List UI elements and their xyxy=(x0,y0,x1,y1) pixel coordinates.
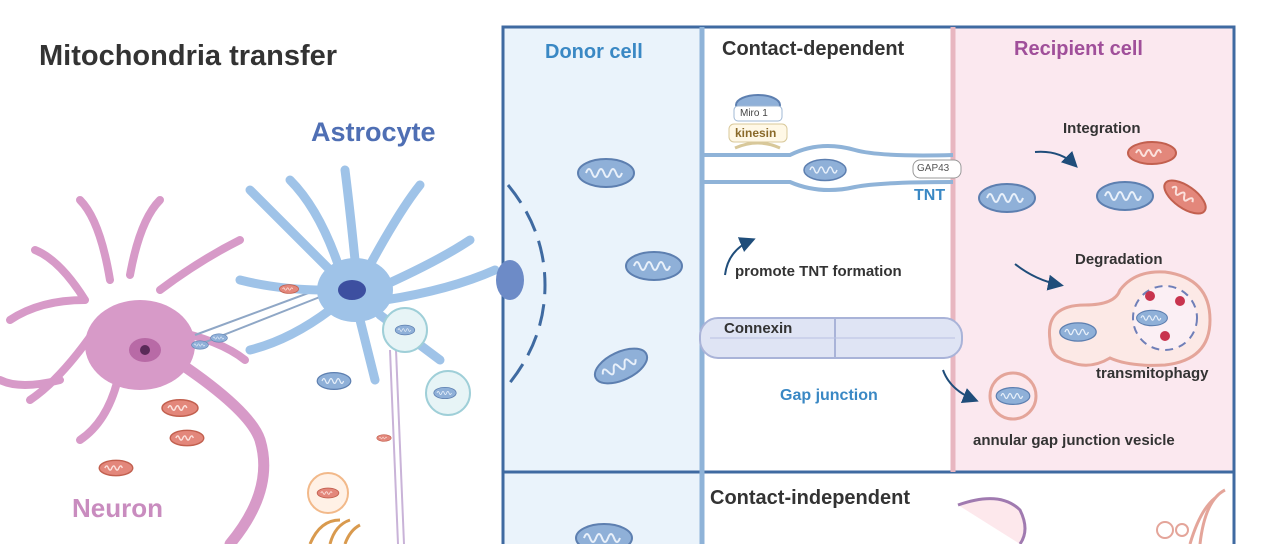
neuron-label: Neuron xyxy=(72,493,163,523)
donor-cell-region xyxy=(503,27,702,544)
donor-cell-label: Donor cell xyxy=(545,41,643,63)
extracellular-vesicle xyxy=(307,307,471,514)
astrocyte xyxy=(235,165,500,385)
gap-junction-label: Gap junction xyxy=(780,387,878,404)
neuron xyxy=(0,196,270,544)
integration-label: Integration xyxy=(1063,120,1141,137)
gap43-label: GAP43 xyxy=(917,163,950,174)
transmitophagy-label: transmitophagy xyxy=(1096,365,1209,382)
arrow-degradation xyxy=(1014,263,1064,291)
miro-label: Miro 1 xyxy=(740,108,768,119)
page-title: Mitochondria transfer xyxy=(39,40,338,72)
tnt-label: TNT xyxy=(914,187,946,204)
recipient-cell-label: Recipient cell xyxy=(1014,38,1143,60)
contact-independent-shapes xyxy=(957,488,1226,544)
transmitophagy-vesicle xyxy=(1047,270,1212,367)
astrocyte-label: Astrocyte xyxy=(311,117,436,147)
arrow-promote xyxy=(724,237,756,276)
orange-dendrite xyxy=(308,518,361,544)
gap43-box xyxy=(912,159,962,179)
contact-dependent-label: Contact-dependent xyxy=(722,38,905,60)
annular-vesicle xyxy=(988,371,1038,421)
miro-kinesin-motor xyxy=(728,94,788,150)
degradation-label: Degradation xyxy=(1075,251,1163,268)
contact-independent-label: Contact-independent xyxy=(710,487,910,509)
annular-vesicle-label: annular gap junction vesicle xyxy=(973,432,1175,449)
axon-tnt-line xyxy=(194,284,405,544)
donor-nucleus xyxy=(496,184,547,386)
arrow-integration xyxy=(1034,150,1078,168)
kinesin-label: kinesin xyxy=(735,126,777,140)
arrow-annular xyxy=(942,369,979,403)
gap-junction-channel xyxy=(699,317,963,359)
promote-tnt-label: promote TNT formation xyxy=(735,263,902,280)
tunneling-nanotube xyxy=(702,144,954,192)
connexin-label: Connexin xyxy=(724,320,793,337)
